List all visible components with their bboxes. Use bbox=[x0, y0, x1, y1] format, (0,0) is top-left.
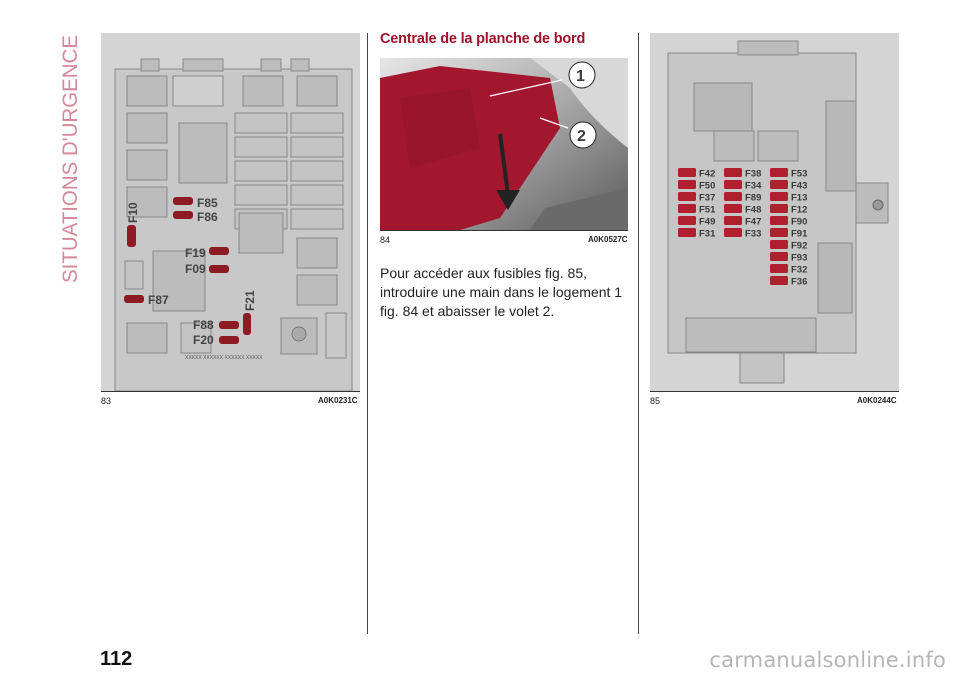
fuse-f50 bbox=[678, 180, 696, 189]
fuse-label-f86: F86 bbox=[197, 210, 218, 224]
fuse-f47 bbox=[724, 216, 742, 225]
side-title-text: SITUATIONS D'URGENCE bbox=[59, 35, 82, 283]
figure-83-fuse-box: XXXXX XXXXXX XXXXXX XXXXX F10 F85 F86 F1… bbox=[101, 33, 360, 391]
fuse-f32 bbox=[770, 264, 788, 273]
dashboard-photo-svg: 1 2 bbox=[380, 58, 628, 230]
fuse-f19 bbox=[209, 247, 229, 255]
fuse-label-f48: F48 bbox=[745, 205, 761, 216]
fuse-label-f12: F12 bbox=[791, 205, 807, 216]
fuse-f89 bbox=[724, 192, 742, 201]
fuse-f13 bbox=[770, 192, 788, 201]
fuse-label-f19: F19 bbox=[185, 246, 206, 260]
figure-85-caption-rule bbox=[650, 391, 899, 392]
fuse-label-f20: F20 bbox=[193, 333, 214, 347]
fuse-label-f31: F31 bbox=[699, 229, 716, 240]
fuse-f49 bbox=[678, 216, 696, 225]
fuse-f42 bbox=[678, 168, 696, 177]
fuse-label-f47: F47 bbox=[745, 217, 761, 228]
fuse-f93 bbox=[770, 252, 788, 261]
fuse-f43 bbox=[770, 180, 788, 189]
figure-85-code: A0K0244C bbox=[857, 396, 897, 405]
fuse-f48 bbox=[724, 204, 742, 213]
fuse-label-f50: F50 bbox=[699, 181, 715, 192]
fuse-f33 bbox=[724, 228, 742, 237]
figure-85-number: 85 bbox=[650, 396, 661, 406]
column-divider-left bbox=[367, 33, 368, 634]
fuse-label-f87: F87 bbox=[148, 293, 169, 307]
fuse-f38 bbox=[724, 168, 742, 177]
figure-84-code: A0K0527C bbox=[588, 235, 628, 244]
fuse-f12 bbox=[770, 204, 788, 213]
fuse-f20 bbox=[219, 336, 239, 344]
figure-84-dashboard-photo: 1 2 bbox=[380, 58, 628, 230]
fuse-f36 bbox=[770, 276, 788, 285]
svg-text:XXXXX XXXXXX XXXXXX XXXX: XXXXX XXXXXX XXXXXX XXXXX bbox=[185, 355, 263, 361]
fuse-label-f21: F21 bbox=[243, 290, 257, 311]
section-title: Centrale de la planche de bord bbox=[380, 31, 586, 47]
fuse-label-f43: F43 bbox=[791, 181, 807, 192]
fuse-box-83-svg: XXXXX XXXXXX XXXXXX XXXXX F10 F85 F86 F1… bbox=[114, 58, 353, 391]
fuse-label-f85: F85 bbox=[197, 196, 218, 210]
fuse-f85 bbox=[173, 197, 193, 205]
fuse-f91 bbox=[770, 228, 788, 237]
fuse-f10 bbox=[127, 225, 136, 247]
callout-2: 2 bbox=[577, 128, 586, 145]
fuse-label-f34: F34 bbox=[745, 181, 762, 192]
figure-83-caption-rule bbox=[101, 391, 360, 392]
figure-83-code: A0K0231C bbox=[318, 396, 358, 405]
fuse-label-f89: F89 bbox=[745, 193, 761, 204]
fuse-f86 bbox=[173, 211, 193, 219]
fuse-f90 bbox=[770, 216, 788, 225]
fuse-f51 bbox=[678, 204, 696, 213]
fuse-f34 bbox=[724, 180, 742, 189]
column-divider-right bbox=[638, 33, 639, 634]
figure-83-number: 83 bbox=[101, 396, 112, 406]
body-paragraph: Pour accéder aux fusibles fig. 85, intro… bbox=[380, 265, 623, 319]
watermark: carmanualsonline.info bbox=[709, 648, 946, 672]
fuse-f37 bbox=[678, 192, 696, 201]
fuse-label-f90: F90 bbox=[791, 217, 807, 228]
callout-1: 1 bbox=[576, 68, 585, 85]
fuse-label-f13: F13 bbox=[791, 193, 807, 204]
figure-84-caption-rule bbox=[380, 230, 628, 231]
section-side-title: SITUATIONS D'URGENCE bbox=[56, 33, 82, 283]
fuse-label-f36: F36 bbox=[791, 277, 807, 288]
fuse-label-f49: F49 bbox=[699, 217, 715, 228]
page-number: 112 bbox=[100, 648, 133, 670]
fuse-f92 bbox=[770, 240, 788, 249]
fuse-label-f91: F91 bbox=[791, 229, 808, 240]
fuse-label-f33: F33 bbox=[745, 229, 761, 240]
fuse-label-f32: F32 bbox=[791, 265, 807, 276]
fuse-label-f10: F10 bbox=[126, 202, 140, 223]
fuse-label-f53: F53 bbox=[791, 169, 807, 180]
fuse-label-f88: F88 bbox=[193, 318, 214, 332]
fuse-f09 bbox=[209, 265, 229, 273]
fuse-label-f09: F09 bbox=[185, 262, 206, 276]
fuse-label-f37: F37 bbox=[699, 193, 715, 204]
fuse-f21 bbox=[243, 313, 251, 335]
figure-84-number: 84 bbox=[380, 235, 391, 245]
fuse-label-f93: F93 bbox=[791, 253, 807, 264]
fuse-f87 bbox=[124, 295, 144, 303]
fuse-label-f92: F92 bbox=[791, 241, 807, 252]
fuse-f88 bbox=[219, 321, 239, 329]
fuse-label-f51: F51 bbox=[699, 205, 716, 216]
fuse-f31 bbox=[678, 228, 696, 237]
fuse-label-f38: F38 bbox=[745, 169, 761, 180]
fuse-f53 bbox=[770, 168, 788, 177]
side-title-svg: SITUATIONS D'URGENCE bbox=[59, 35, 82, 283]
fuse-label-f42: F42 bbox=[699, 169, 715, 180]
